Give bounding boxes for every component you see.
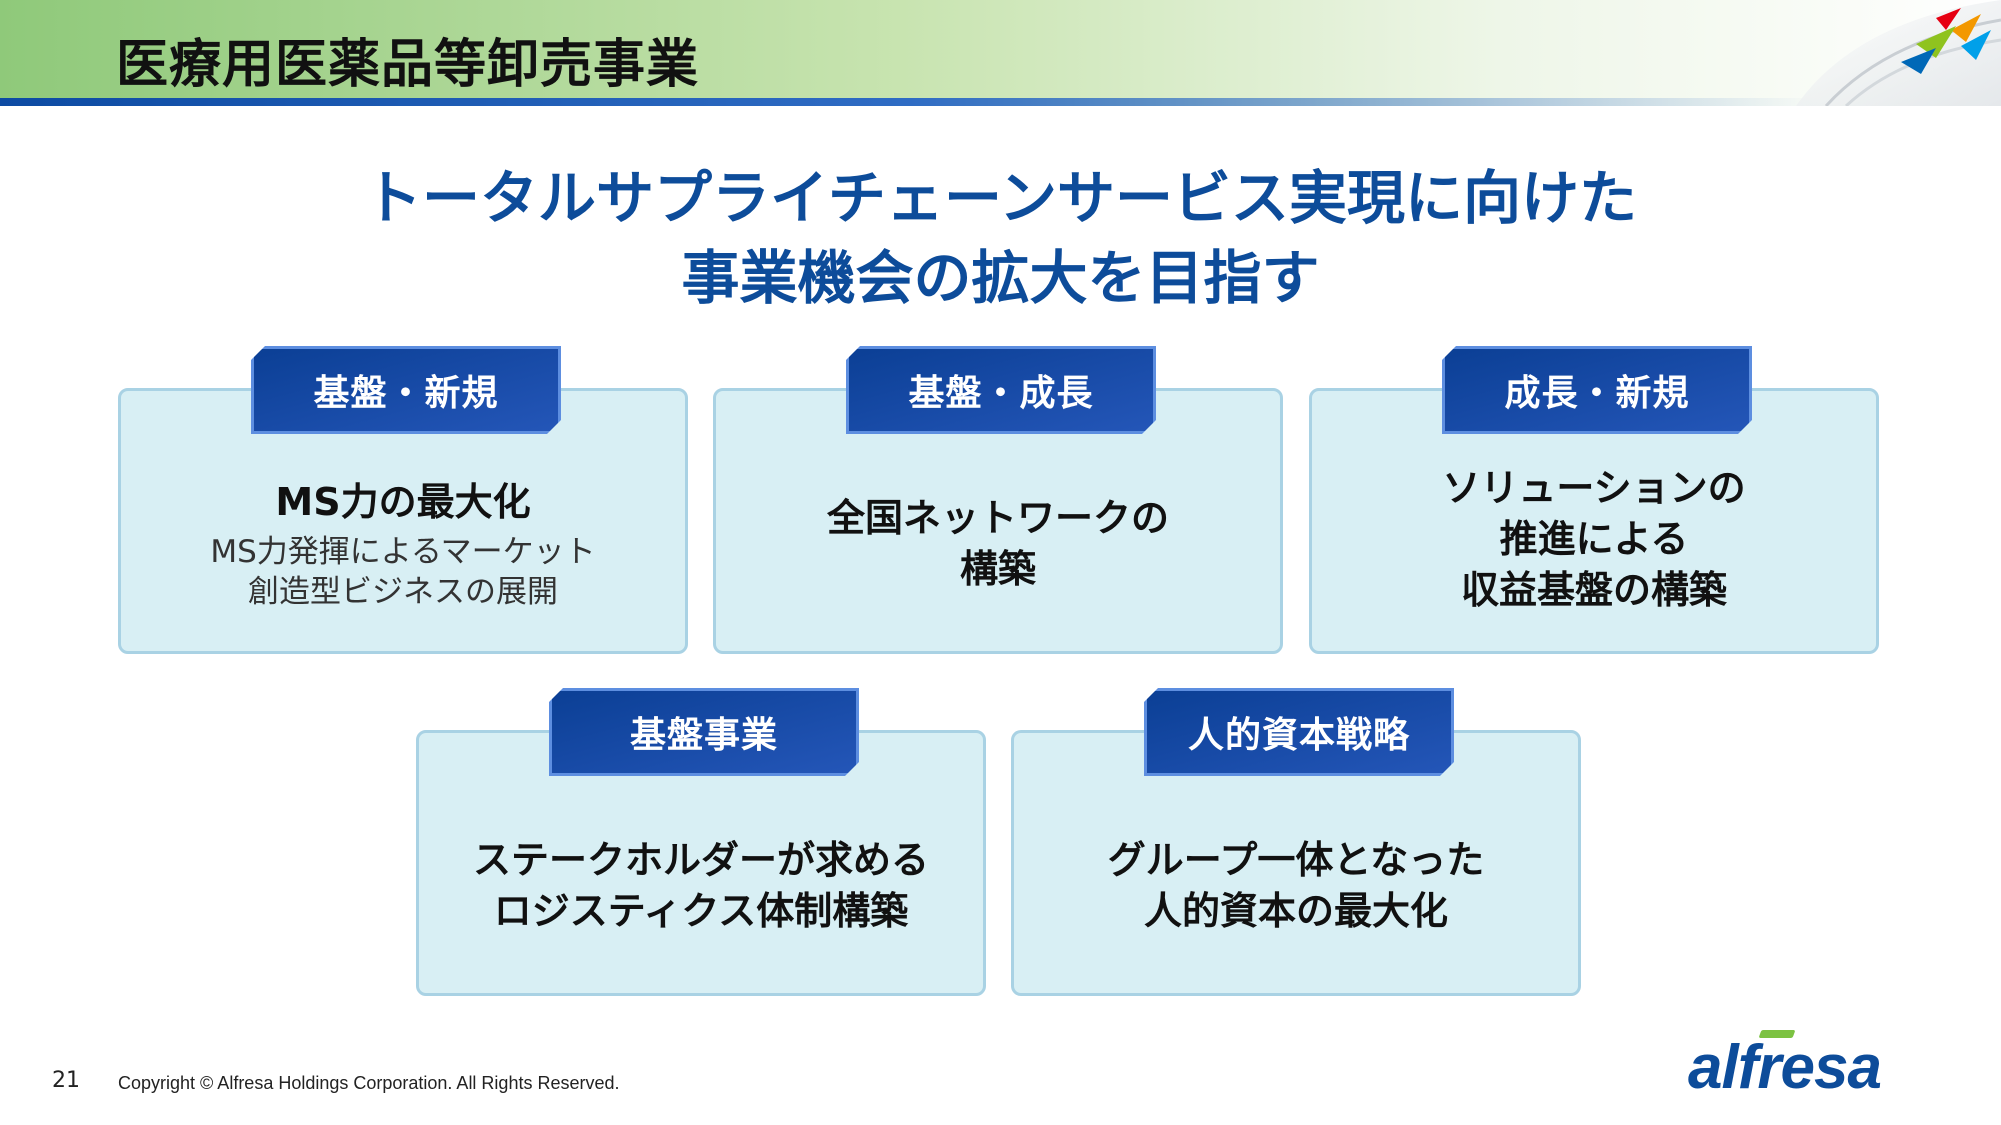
card-headline: ステークホルダーが求める ロジスティクス体制構築 [473, 835, 929, 937]
main-heading-line1: トータルサプライチェーンサービス実現に向けた [363, 164, 1638, 232]
card-headline: グループ一体となった 人的資本の最大化 [1108, 835, 1485, 937]
copyright-text: Copyright © Alfresa Holdings Corporation… [118, 1073, 620, 1093]
card-body: グループ一体となった 人的資本の最大化 [1014, 793, 1578, 979]
card-subtext-line: MS力発揮によるマーケット [210, 533, 596, 570]
card-headline-line: ステークホルダーが求める [472, 838, 929, 882]
page-title: 医療用医薬品等卸売事業 [116, 35, 700, 95]
card-network: 基盤・成長 全国ネットワークの 構築 [713, 388, 1283, 654]
card-headline-line: ロジスティクス体制構築 [493, 889, 909, 933]
card-headline-line: 人的資本の最大化 [1143, 889, 1448, 933]
card-headline-line: 収益基盤の構築 [1460, 567, 1727, 612]
colorful-swoosh-logo-icon [1796, 0, 2001, 106]
card-tag: 基盤・新規 [251, 346, 561, 434]
card-solutions: 成長・新規 ソリューションの 推進による 収益基盤の構築 [1309, 388, 1879, 654]
card-headline-line: 推進による [1499, 516, 1689, 561]
card-body: 全国ネットワークの 構築 [716, 451, 1280, 637]
card-headline: ソリューションの 推進による 収益基盤の構築 [1442, 463, 1745, 616]
card-headline: MS力の最大化 [275, 477, 530, 528]
card-tag: 成長・新規 [1442, 346, 1752, 434]
card-headline: 全国ネットワークの 構築 [827, 493, 1169, 595]
card-human-capital: 人的資本戦略 グループ一体となった 人的資本の最大化 [1011, 730, 1581, 996]
header-bar: 医療用医薬品等卸売事業 [0, 0, 2001, 106]
card-headline-line: グループ一体となった [1107, 838, 1485, 882]
main-heading: トータルサプライチェーンサービス実現に向けた 事業機会の拡大を目指す [0, 158, 2001, 318]
card-body: ステークホルダーが求める ロジスティクス体制構築 [419, 793, 983, 979]
main-heading-line2: 事業機会の拡大を目指す [681, 244, 1320, 312]
card-body: ソリューションの 推進による 収益基盤の構築 [1312, 441, 1876, 637]
card-tag: 基盤事業 [549, 688, 859, 776]
alfresa-logo: alfresa [1688, 1033, 1882, 1102]
card-headline-line: 全国ネットワークの [826, 496, 1169, 540]
card-headline-line: 構築 [959, 547, 1036, 591]
card-logistics: 基盤事業 ステークホルダーが求める ロジスティクス体制構築 [416, 730, 986, 996]
card-ms-power: 基盤・新規 MS力の最大化 MS力発揮によるマーケット 創造型ビジネスの展開 [118, 388, 688, 654]
card-tag: 基盤・成長 [846, 346, 1156, 434]
card-body: MS力の最大化 MS力発揮によるマーケット 創造型ビジネスの展開 [121, 451, 685, 637]
page-number: 21 [52, 1068, 80, 1093]
card-headline-line: ソリューションの [1442, 465, 1746, 510]
card-subtext-line: 創造型ビジネスの展開 [247, 573, 558, 610]
card-headline-line: MS力の最大化 [275, 479, 531, 524]
card-subtext: MS力発揮によるマーケット 創造型ビジネスの展開 [210, 532, 595, 612]
header-underline [0, 98, 1820, 106]
card-tag: 人的資本戦略 [1144, 688, 1454, 776]
